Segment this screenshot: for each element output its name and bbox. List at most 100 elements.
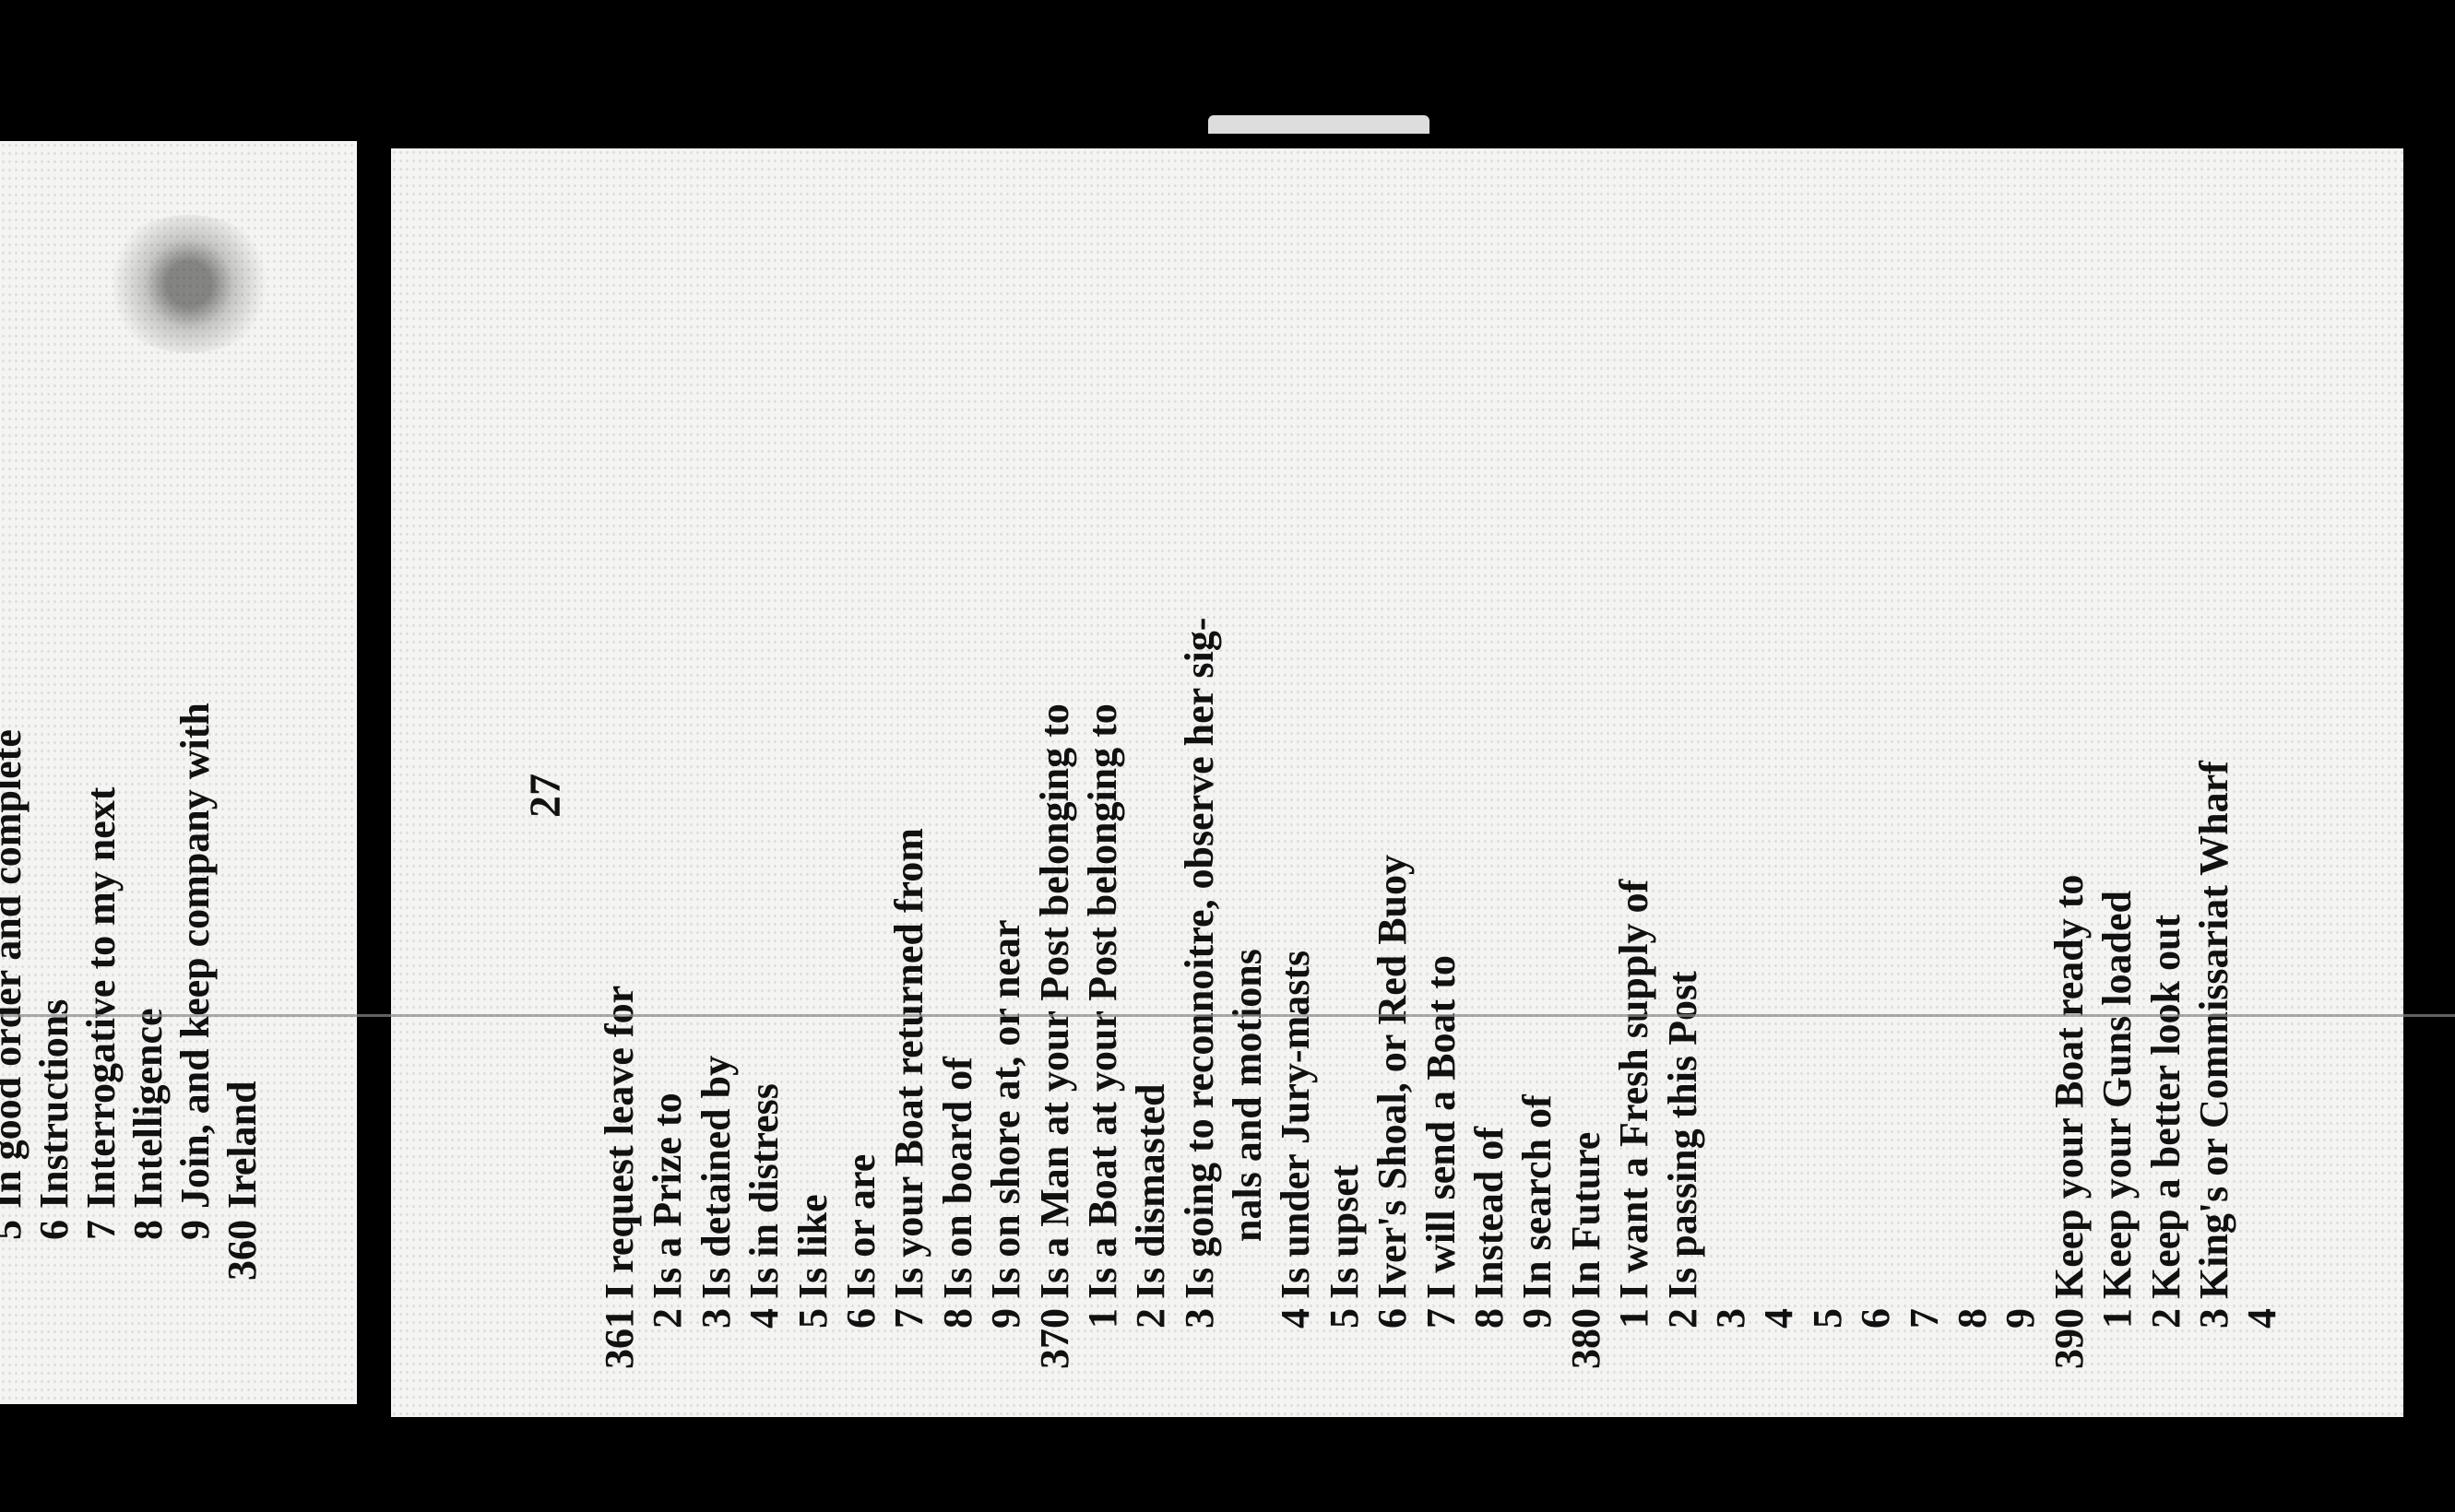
signal-meaning: Is going to reconnoitre, observe her sig… <box>1176 617 1222 1299</box>
signal-number: 8 <box>934 1308 980 1329</box>
list-item: 360 Ireland <box>219 141 266 1404</box>
signal-meaning: I will send a Boat to <box>1417 955 1464 1299</box>
list-item: 8 <box>1949 148 1997 1417</box>
signal-meaning: In search of <box>1514 1094 1560 1299</box>
signal-number: 6 <box>837 1308 884 1329</box>
signal-number: 1 <box>2094 1308 2141 1329</box>
signal-number: 8 <box>1949 1308 1995 1329</box>
signal-number: 3 <box>2190 1308 2236 1329</box>
list-item: 6 <box>1852 148 1900 1417</box>
signal-number: 7 <box>78 1220 124 1240</box>
signal-number: 360 <box>219 1220 265 1281</box>
signal-meaning: I want a Fresh supply of <box>1611 879 1657 1299</box>
signal-meaning: Is on board of <box>934 1057 980 1299</box>
list-item: 3 King's or Commissariat Wharf <box>2190 148 2238 1417</box>
signal-number: 3 <box>1176 1308 1222 1329</box>
signal-number: 2 <box>2142 1308 2188 1329</box>
signal-meaning: Join, and keep company with <box>172 703 218 1209</box>
signal-meaning: Is passing this Post <box>1659 971 1705 1299</box>
signal-meaning: Keep a better look out <box>2142 914 2188 1299</box>
signal-number: 7 <box>886 1308 932 1329</box>
signal-number: 7 <box>1901 1308 1947 1329</box>
page-edge-scrap <box>1208 115 1429 134</box>
list-item: 6 Iver's Shoal, or Red Buoy <box>1369 148 1417 1417</box>
list-item: 5 <box>1804 148 1852 1417</box>
signal-meaning: Keep your Boat ready to <box>2046 874 2092 1299</box>
signal-meaning: nals and motions <box>1225 949 1271 1242</box>
signal-meaning: In Future <box>1562 1131 1608 1299</box>
signal-meaning: Is on shore at, or near <box>983 919 1029 1300</box>
signal-number: 370 <box>1031 1308 1077 1369</box>
signal-number: 4 <box>1756 1308 1802 1329</box>
left-page-content: 5In good order and complete6Instructions… <box>0 141 357 1404</box>
list-item: 370 Is a Man at your Post belonging to <box>1031 148 1079 1417</box>
signal-number: 390 <box>2046 1308 2092 1369</box>
signal-number: 8 <box>1466 1308 1512 1329</box>
signal-meaning: Is a Boat at your Post belonging to <box>1079 703 1125 1299</box>
signal-meaning: Is a Man at your Post belonging to <box>1031 703 1077 1299</box>
signal-meaning: Iver's Shoal, or Red Buoy <box>1370 854 1416 1299</box>
list-item: 2 Keep a better look out <box>2142 148 2190 1417</box>
signal-meaning: Interrogative to my next <box>78 786 124 1209</box>
signal-meaning: Is like <box>789 1194 836 1299</box>
list-item: 4 <box>2238 148 2286 1417</box>
signal-number: 9 <box>1998 1308 2044 1329</box>
list-item: 7 <box>1901 148 1949 1417</box>
signal-number: 4 <box>741 1308 788 1329</box>
signal-meaning: Is in distress <box>741 1083 788 1299</box>
list-item: 380 In Future <box>1562 148 1610 1417</box>
signal-number: 380 <box>1562 1308 1608 1369</box>
signal-number: 2 <box>645 1308 691 1329</box>
left-page: 5In good order and complete6Instructions… <box>0 141 357 1404</box>
signal-meaning: Keep your Guns loaded <box>2094 891 2141 1299</box>
signal-number: 4 <box>1273 1308 1319 1329</box>
signal-number: 361 <box>597 1308 642 1369</box>
list-item: 5In good order and complete <box>0 141 30 1404</box>
signal-number: 5 <box>1321 1308 1367 1329</box>
list-item: 7 Interrogative to my next <box>77 141 125 1404</box>
page-number: 27 <box>521 774 570 818</box>
signal-meaning: Intelligence <box>125 1008 171 1209</box>
signal-list: 5In good order and complete6Instructions… <box>0 141 266 1404</box>
signal-meaning: Instructions <box>31 998 77 1209</box>
signal-number: 8 <box>125 1220 171 1240</box>
signal-meaning: I request leave for <box>597 985 642 1299</box>
signal-meaning: King's or Commissariat Wharf <box>2190 761 2236 1299</box>
signal-meaning: Is a Prize to <box>645 1093 691 1299</box>
list-item: 9 In search of <box>1513 148 1561 1417</box>
signal-meaning: Is detained by <box>693 1055 739 1299</box>
list-item: 8 Is on board of <box>934 148 982 1417</box>
list-item: 1 Keep your Guns loaded <box>2093 148 2141 1417</box>
ink-stain <box>101 215 277 353</box>
list-item: 9 <box>1997 148 2045 1417</box>
list-item: 361 I request leave for <box>596 148 644 1417</box>
signal-number: 9 <box>1514 1308 1560 1329</box>
list-item: 4 Is under Jury-masts <box>1272 148 1320 1417</box>
list-item: 390 Keep your Boat ready to <box>2046 148 2093 1417</box>
signal-number: 7 <box>1417 1308 1464 1329</box>
signal-number: 5 <box>789 1308 836 1329</box>
signal-meaning: Ireland <box>219 1081 265 1209</box>
list-item: 8 Intelligence <box>125 141 172 1404</box>
signal-meaning: Is under Jury-masts <box>1273 950 1319 1299</box>
signal-number: 9 <box>983 1308 1029 1329</box>
signal-number: 3 <box>1707 1308 1753 1329</box>
signal-number: 4 <box>2239 1308 2285 1329</box>
list-item: 1 Is a Boat at your Post belonging to <box>1079 148 1127 1417</box>
signal-meaning: Is your Boat returned from <box>886 828 932 1299</box>
list-item: nals and motions <box>1224 148 1272 1417</box>
signal-number: 5 <box>0 1220 30 1367</box>
signal-number: 6 <box>1370 1308 1416 1329</box>
list-item: 5 Is like <box>789 148 837 1417</box>
signal-number: 1 <box>1079 1308 1125 1329</box>
